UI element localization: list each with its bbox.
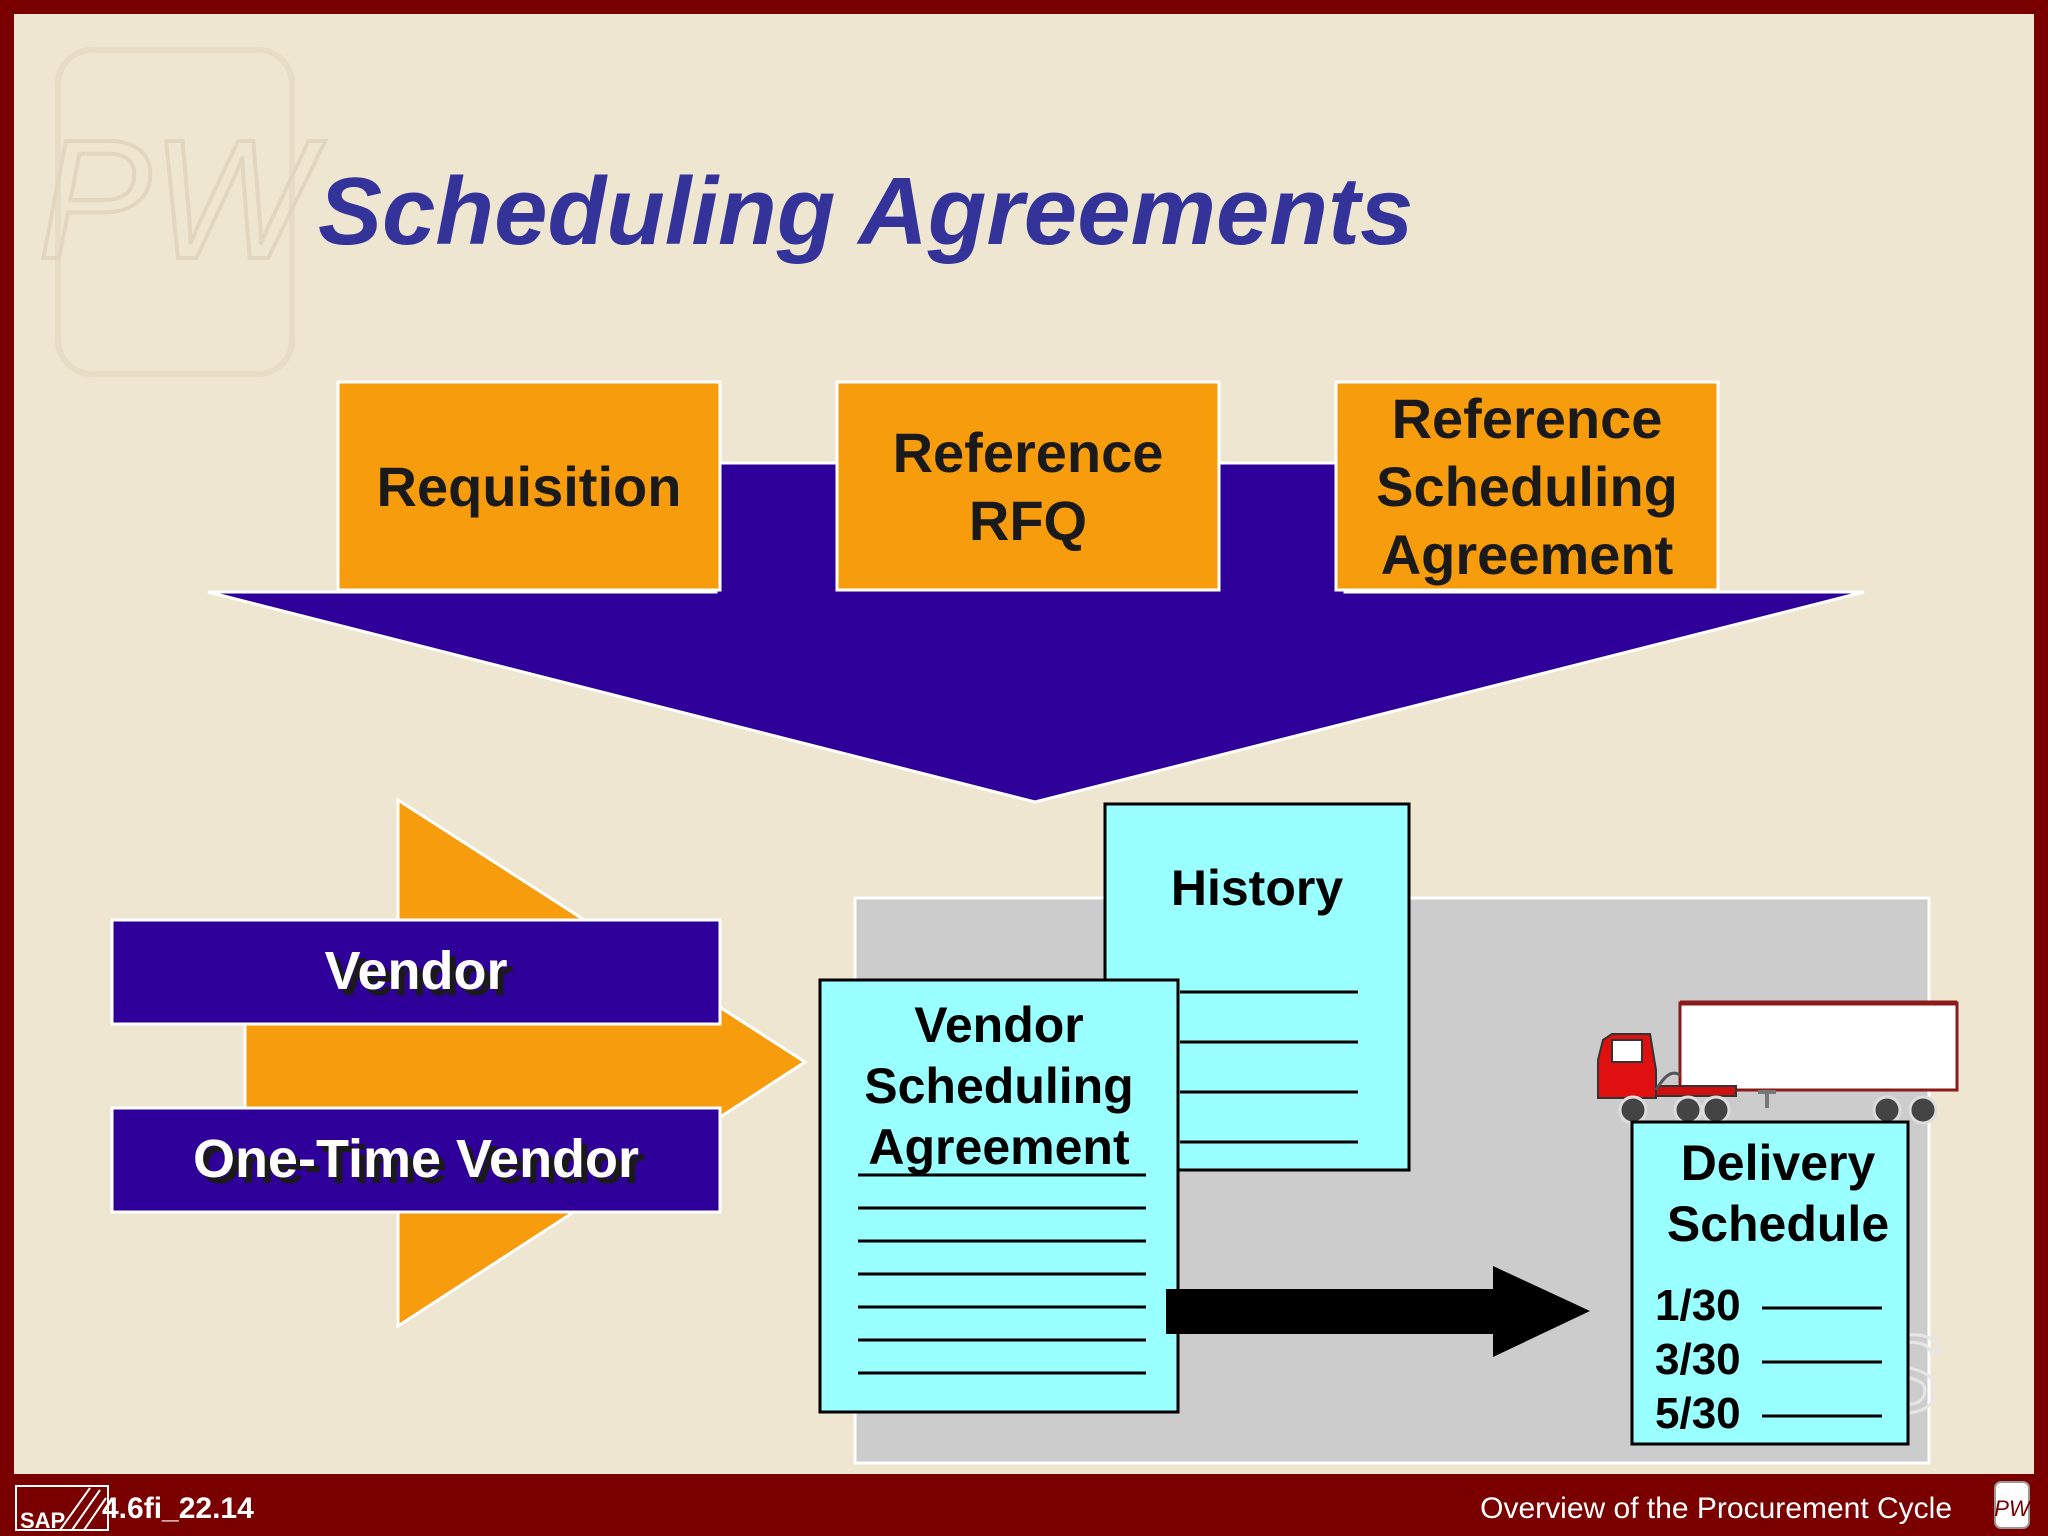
svg-text:PW: PW bbox=[1994, 1496, 2032, 1521]
one-time-vendor-bar: One-Time Vendor One-Time Vendor bbox=[110, 1106, 722, 1214]
pw-footer-logo: PW bbox=[1994, 1481, 2032, 1529]
svg-text:Reference: Reference bbox=[893, 421, 1164, 484]
svg-text:Vendor: Vendor bbox=[324, 941, 507, 1001]
svg-text:History: History bbox=[1171, 860, 1343, 916]
svg-text:SAP: SAP bbox=[20, 1508, 65, 1533]
svg-text:Reference: Reference bbox=[1392, 387, 1663, 450]
svg-text:One-Time Vendor: One-Time Vendor bbox=[199, 1135, 645, 1195]
truck-icon bbox=[1597, 1000, 1959, 1125]
vendor-scheduling-agreement-document: Vendor Scheduling Agreement bbox=[818, 978, 1180, 1414]
svg-text:One-Time Vendor: One-Time Vendor bbox=[193, 1129, 639, 1189]
svg-text:Scheduling: Scheduling bbox=[1376, 455, 1678, 518]
footer-presentation-title: Overview of the Procurement Cycle bbox=[1480, 1492, 1952, 1525]
svg-text:5/30: 5/30 bbox=[1655, 1389, 1741, 1438]
pw-watermark-logo: PW bbox=[36, 47, 327, 377]
svg-text:PW: PW bbox=[38, 105, 325, 295]
requisition-box: Requisition bbox=[336, 380, 722, 592]
footer-slide-code: 4.6fi_22.14 bbox=[102, 1492, 254, 1525]
svg-text:RFQ: RFQ bbox=[969, 489, 1087, 552]
svg-text:Requisition: Requisition bbox=[377, 455, 682, 518]
svg-text:Agreement: Agreement bbox=[1381, 523, 1674, 586]
schedule-arrow bbox=[1166, 1266, 1590, 1357]
svg-text:Agreement: Agreement bbox=[868, 1119, 1130, 1175]
svg-text:Schedule: Schedule bbox=[1667, 1196, 1889, 1252]
svg-text:1/30: 1/30 bbox=[1655, 1281, 1741, 1330]
svg-text:3/30: 3/30 bbox=[1655, 1335, 1741, 1384]
reference-rfq-box: Reference RFQ bbox=[835, 380, 1221, 592]
svg-text:Delivery: Delivery bbox=[1681, 1135, 1876, 1191]
svg-text:Vendor: Vendor bbox=[330, 947, 513, 1007]
sap-logo: SAP bbox=[15, 1485, 109, 1533]
vendor-bar: Vendor Vendor bbox=[110, 918, 722, 1026]
slide-title: Scheduling Agreements bbox=[318, 158, 1413, 265]
svg-text:Scheduling: Scheduling bbox=[864, 1058, 1133, 1114]
delivery-schedule-document: Delivery Schedule 1/30 3/30 5/30 bbox=[1630, 1120, 1910, 1446]
reference-scheduling-agreement-box: Reference Scheduling Agreement bbox=[1334, 380, 1720, 592]
svg-text:Vendor: Vendor bbox=[914, 997, 1083, 1053]
